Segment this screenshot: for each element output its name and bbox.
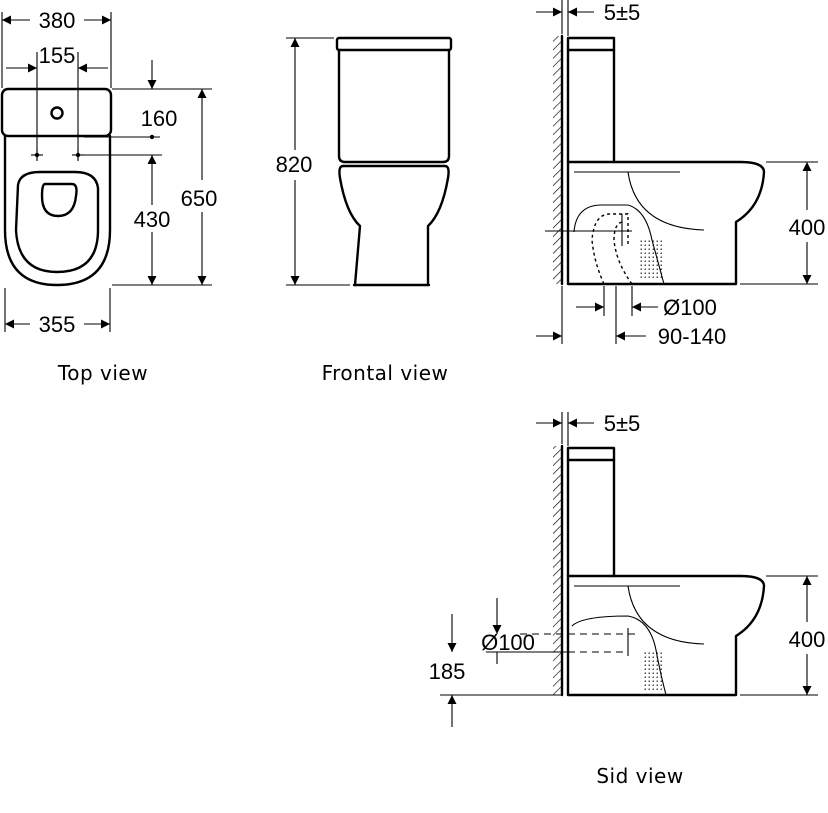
frontal-view: 820 Frontal view xyxy=(276,36,453,385)
dim-outlet-distance: 90-140 xyxy=(658,324,727,349)
frontal-view-outline xyxy=(335,36,453,287)
dim-outlet-diameter-s: Ø100 xyxy=(481,630,535,655)
top-view-dimensions xyxy=(1,12,212,332)
dim-seat-height-p: 400 xyxy=(789,215,826,240)
dim-total-height: 820 xyxy=(276,152,313,177)
side-view-s-dimensions xyxy=(440,412,818,727)
fixing-holes xyxy=(31,149,84,161)
dim-hole-spacing: 155 xyxy=(39,43,76,68)
dim-wall-gap-s: 5±5 xyxy=(604,411,641,436)
dim-length: 650 xyxy=(181,186,218,211)
p-trap-outlet xyxy=(545,213,662,285)
wall-hatch-upper xyxy=(553,34,564,286)
dim-wall-gap-p: 5±5 xyxy=(604,0,641,25)
dim-outlet-diameter-p: Ø100 xyxy=(663,295,717,320)
caption-side-view: Sid view xyxy=(596,764,683,788)
frontal-view-dimensions xyxy=(286,37,350,286)
s-trap-outlet xyxy=(520,628,664,690)
side-view-p-outline xyxy=(566,36,766,286)
dim-outlet-height: 185 xyxy=(429,659,466,684)
dim-hole-to-front: 430 xyxy=(134,207,171,232)
dim-width-base: 355 xyxy=(39,312,76,337)
wall-hatch-lower xyxy=(553,444,564,697)
top-view: 380 155 160 430 650 355 Top view xyxy=(0,8,218,385)
caption-frontal-view: Frontal view xyxy=(322,361,449,385)
dim-width-top: 380 xyxy=(39,8,76,33)
side-view-p-dimensions xyxy=(536,0,818,344)
dim-seat-height-s: 400 xyxy=(789,627,826,652)
side-view-s-trap: 5±5 400 Ø100 185 Sid view xyxy=(429,411,826,788)
top-view-outline xyxy=(0,87,113,287)
side-view-p-trap: 5±5 400 Ø100 90-140 xyxy=(536,0,825,349)
side-view-s-outline xyxy=(566,446,766,697)
dim-hole-offset: 160 xyxy=(141,106,178,131)
caption-top-view: Top view xyxy=(57,361,148,385)
